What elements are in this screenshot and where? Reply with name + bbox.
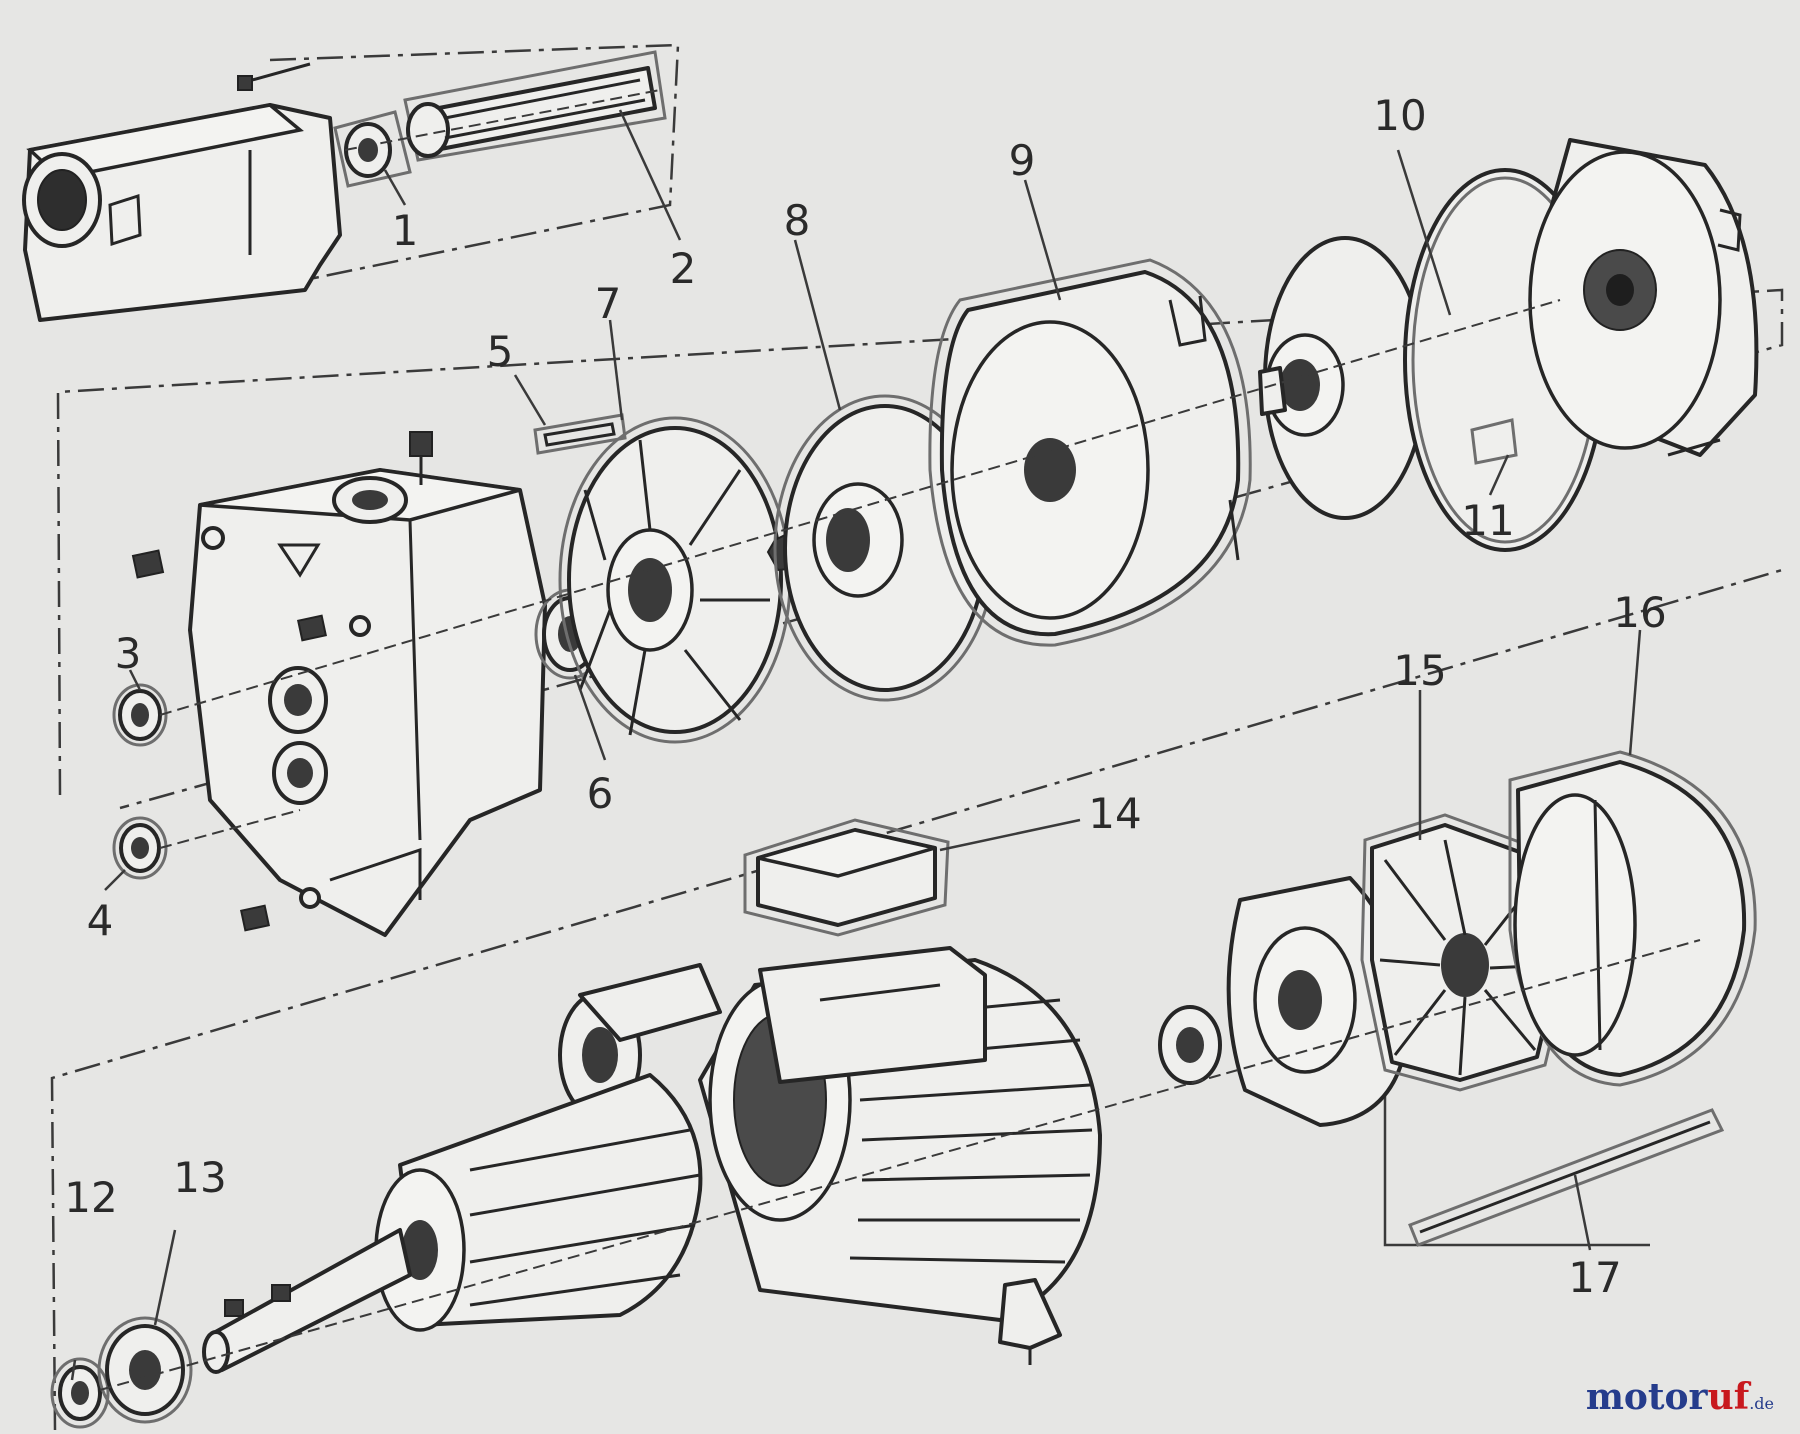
callout-7: 7 [595, 279, 622, 328]
motor-stator-housing [698, 946, 1102, 1322]
boundary-rod-bracket [1383, 1085, 1650, 1247]
boundary-motor-group [50, 568, 1783, 1431]
part-11-tab [1470, 418, 1518, 465]
callout-3: 3 [115, 629, 142, 678]
part-3-seal-ring [112, 683, 168, 747]
callout-12: 12 [64, 1173, 117, 1222]
part-7-bracket-plate [558, 416, 792, 744]
impeller-disc [1258, 236, 1427, 520]
part-15-fan [1360, 813, 1572, 1092]
watermark-part-2: uf [1707, 1376, 1750, 1418]
callout-8: 8 [784, 196, 811, 245]
callout-17: 17 [1568, 1253, 1621, 1302]
leader-lines [70, 109, 1642, 1381]
rear-bearing [1158, 1005, 1222, 1085]
callout-2: 2 [670, 244, 697, 293]
upper-housing [22, 103, 342, 322]
part-1-nozzle [333, 110, 412, 188]
callout-5: 5 [487, 327, 514, 376]
pump-housing [188, 468, 547, 937]
callout-16: 16 [1613, 588, 1666, 637]
callout-9: 9 [1009, 136, 1036, 185]
callout-14: 14 [1088, 789, 1141, 838]
part-13-bearing [97, 1316, 193, 1424]
assembly-axes [99, 89, 1701, 1391]
watermark-logo: motoruf.de [1586, 1376, 1774, 1418]
callout-13: 13 [173, 1153, 226, 1202]
bolts [131, 431, 433, 932]
boundary-top-group [269, 43, 680, 284]
callout-10: 10 [1373, 91, 1426, 140]
callout-1: 1 [392, 206, 419, 255]
watermark-part-1: motor [1585, 1376, 1708, 1418]
callout-11: 11 [1461, 496, 1514, 545]
part-4-seal-ring [112, 816, 168, 880]
callout-6: 6 [587, 769, 614, 818]
part-9-diffuser-ring [928, 258, 1252, 647]
screw-top [237, 62, 311, 91]
part-17-tie-rod [1408, 1108, 1725, 1247]
watermark-part-3: .de [1749, 1394, 1774, 1413]
callout-4: 4 [87, 896, 114, 945]
pump-cover [1528, 138, 1759, 457]
motor-foot [998, 1278, 1062, 1365]
part-2-venturi-tube [403, 50, 667, 162]
part-5-key [533, 413, 627, 455]
part-14-terminal-box-cover [743, 818, 950, 937]
callout-numbers: 1 2 3 4 5 6 7 8 9 10 11 12 13 14 15 16 1… [64, 91, 1666, 1302]
callout-15: 15 [1393, 646, 1446, 695]
part-8-impeller [773, 394, 997, 702]
rotor-and-shaft [202, 1073, 703, 1374]
part-12-circlip [50, 1357, 110, 1429]
part-16-fan-cover [1508, 750, 1757, 1087]
